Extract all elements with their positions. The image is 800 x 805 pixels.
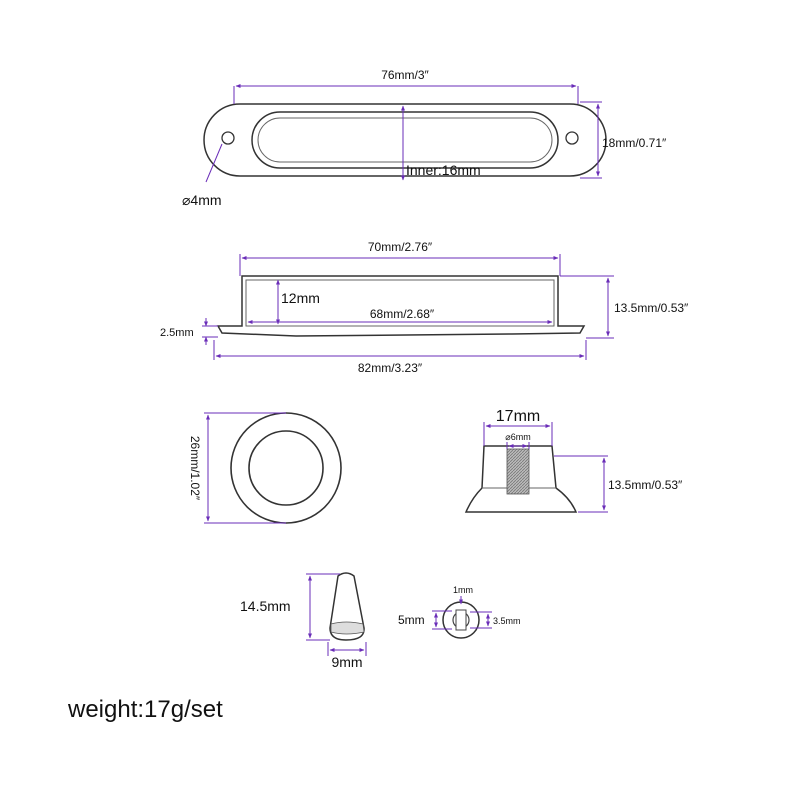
side-inner-label: 68mm/2.68″: [370, 307, 435, 321]
cover-inner-label: Inner:16mm: [406, 162, 481, 178]
cover-width-label: 76mm/3″: [381, 68, 429, 82]
side-height-label: 12mm: [281, 290, 320, 306]
weight-label: weight:17g/set: [68, 696, 223, 723]
side-base-label: 2.5mm: [160, 327, 194, 339]
knob-height-label: 13.5mm/0.53″: [608, 478, 683, 492]
knob-shaft-hole: [506, 448, 530, 495]
tip-hole-right-label: 3.5mm: [493, 616, 521, 626]
tip-height-label: 14.5mm: [240, 598, 291, 614]
hole-diameter-label: ⌀4mm: [182, 192, 222, 208]
tip-bottom-view: [442, 601, 480, 639]
tip-width-label: 9mm: [331, 654, 362, 670]
side-top-label: 70mm/2.76″: [368, 240, 433, 254]
tip-hole-left-label: 5mm: [398, 613, 425, 627]
pickup-cover-side-view: [216, 275, 586, 337]
control-knob: [464, 445, 578, 513]
side-total-height-label: 13.5mm/0.53″: [614, 301, 689, 315]
mount-hole-left: [221, 131, 235, 145]
side-bottom-label: 82mm/3.23″: [358, 361, 423, 375]
knob-hole-label: ⌀6mm: [505, 432, 530, 442]
mounting-ring: [230, 412, 342, 524]
cover-height-label: 18mm/0.71″: [602, 136, 667, 150]
switch-tip: [329, 572, 365, 641]
pickup-cover-top-view: [203, 103, 607, 177]
mount-hole-right: [565, 131, 579, 145]
tip-hole-top-label: 1mm: [453, 585, 473, 595]
ring-diameter-label: 26mm/1.02″: [188, 436, 202, 501]
knob-width-label: 17mm: [496, 408, 540, 425]
